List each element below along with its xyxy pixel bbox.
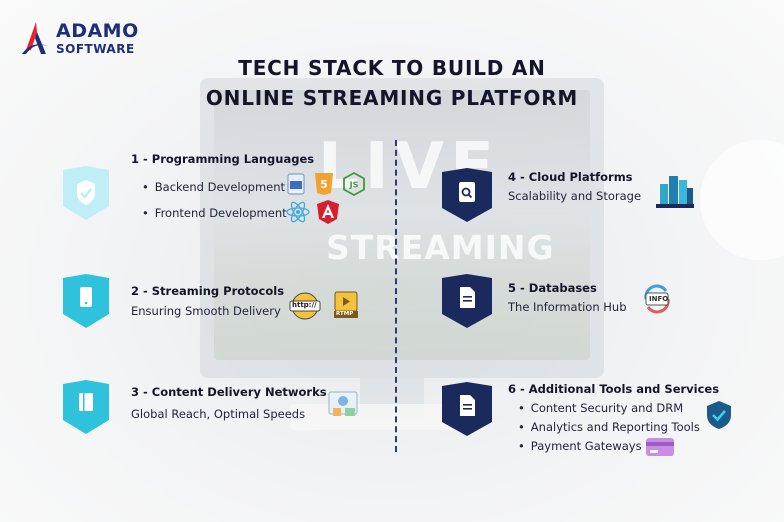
security-shield-icon <box>707 401 731 429</box>
section-6-item-2: Analytics and Reporting Tools <box>518 420 700 434</box>
adamo-logo-mark-icon <box>22 22 48 54</box>
cloud-servers-icon <box>656 176 694 208</box>
logo-text-adamo: ADAMO <box>56 19 139 42</box>
nodejs-icon: JS <box>343 172 365 196</box>
section-1-item-1: Backend Development <box>142 180 285 194</box>
page-title-line-2: ONLINE STREAMING PLATFORM <box>205 86 579 110</box>
section-1-item-2: Frontend Development <box>142 206 287 220</box>
mobile-device-icon <box>80 287 92 307</box>
section-1-badge <box>63 166 109 220</box>
section-4-heading: 4 - Cloud Platforms <box>508 170 633 184</box>
rtmp-protocol-label: RTMP <box>336 311 354 317</box>
shield-check-icon <box>77 180 95 205</box>
section-3-badge <box>63 380 109 434</box>
section-5-badge-shape <box>442 274 492 328</box>
section-4-subtitle: Scalability and Storage <box>508 189 642 203</box>
http-protocol-label: http:// <box>292 301 317 309</box>
c-language-icon <box>287 173 305 195</box>
section-3-subtitle: Global Reach, Optimal Speeds <box>131 407 306 421</box>
svg-text:JS: JS <box>349 181 359 190</box>
payment-card-icon <box>646 438 674 456</box>
html5-icon: 5 <box>315 173 333 195</box>
book-icon <box>79 393 93 411</box>
section-6-badge <box>442 382 492 436</box>
section-2-heading: 2 - Streaming Protocols <box>131 284 285 298</box>
section-2-badge-shape <box>63 274 109 328</box>
angular-icon <box>317 200 339 224</box>
section-4-badge <box>442 168 492 222</box>
section-6-item-3: Payment Gateways <box>518 439 642 453</box>
section-6-heading: 6 - Additional Tools and Services <box>508 382 720 396</box>
section-4-badge-shape <box>442 168 492 222</box>
section-5-badge <box>442 274 492 328</box>
section-5-subtitle: The Information Hub <box>508 300 627 314</box>
section-1-heading: 1 - Programming Languages <box>131 152 315 166</box>
center-divider <box>395 140 397 452</box>
section-3-heading: 3 - Content Delivery Networks <box>131 385 327 399</box>
rtmp-protocol-icon: RTMP <box>333 290 359 320</box>
section-2-subtitle: Ensuring Smooth Delivery <box>131 304 281 318</box>
section-2-badge <box>63 274 109 328</box>
http-protocol-icon: http:// <box>288 291 322 321</box>
cdn-network-icon <box>328 391 358 416</box>
logo-text-software: SOFTWARE <box>56 41 135 56</box>
background-streaming-text: STREAMING <box>326 228 555 267</box>
react-icon <box>286 201 310 223</box>
adamo-logo[interactable]: ADAMO SOFTWARE <box>20 20 139 56</box>
database-info-label: INFO <box>649 295 669 303</box>
database-info-icon: INFO <box>638 281 676 317</box>
section-6-item-1: Content Security and DRM <box>518 401 683 415</box>
background-screen <box>214 90 590 360</box>
section-3-badge-shape <box>63 380 109 434</box>
section-5-heading: 5 - Databases <box>508 281 597 295</box>
page-title-line-1: TECH STACK TO BUILD AN <box>238 56 546 80</box>
svg-text:5: 5 <box>320 178 328 191</box>
section-6-badge-shape <box>442 382 492 436</box>
section-1-badge-shape <box>63 166 109 220</box>
search-document-icon <box>459 182 475 202</box>
